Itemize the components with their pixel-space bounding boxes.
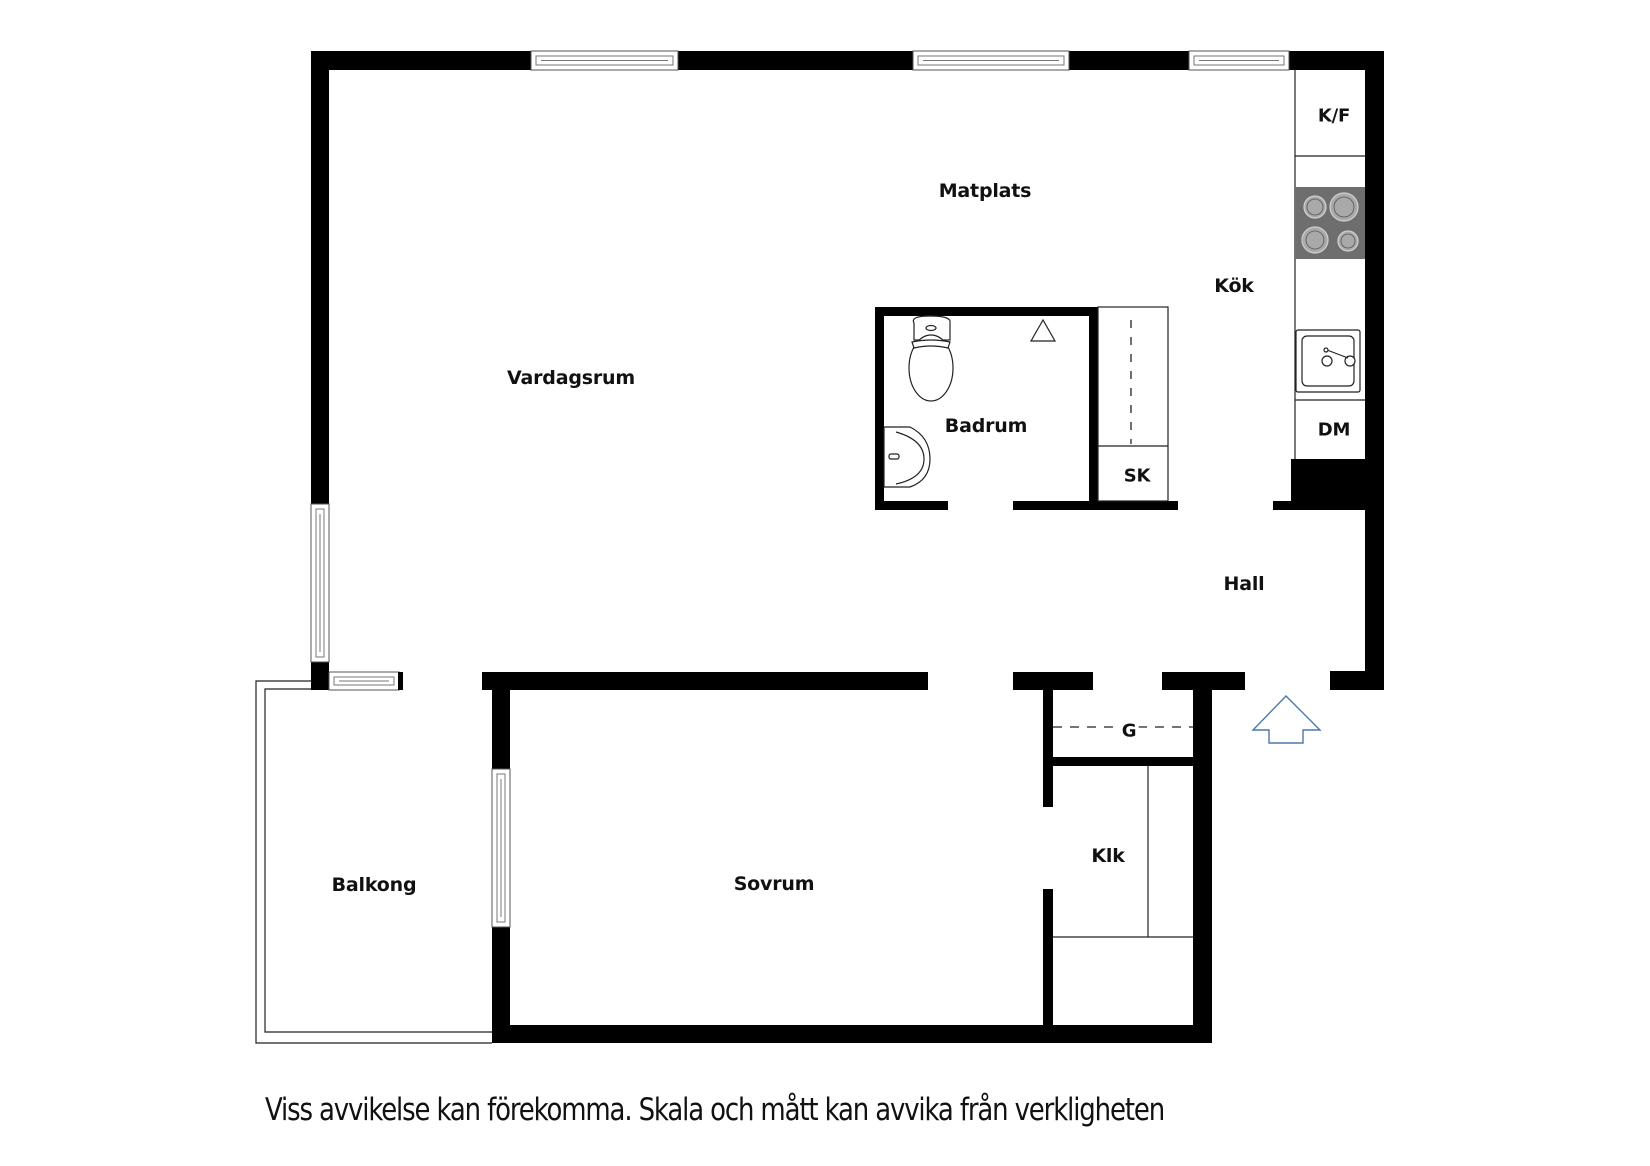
room-label-kok: Kök [1214,275,1254,297]
room-label-sovrum: Sovrum [733,873,815,895]
room-label-hall: Hall [1223,573,1265,595]
kitchen-counter [1294,70,1365,459]
window-bedroom [491,768,511,928]
disclaimer-caption: Viss avvikelse kan förekomma. Skala och … [265,1092,1165,1128]
room-label-matplats: Matplats [938,180,1032,202]
stove-icon [1295,187,1365,259]
washbasin-icon [883,426,931,488]
fixture-label-kf: K/F [1317,105,1351,127]
window-top-3 [1188,50,1290,71]
fixture-label-dm: DM [1317,419,1351,441]
fixture-label-g: G [1119,720,1139,742]
window-left [310,503,330,663]
window-top-2 [912,50,1070,71]
room-label-balkong: Balkong [331,874,417,896]
room-label-vardagsrum: Vardagsrum [507,367,635,389]
room-label-badrum: Badrum [944,415,1028,437]
bedroom-walls [482,672,1212,1043]
outer-walls [311,51,1384,690]
fixture-label-sk: SK [1123,465,1151,487]
closet-walls [1013,672,1245,1043]
ventilation-triangle-icon [1029,318,1057,342]
window-balcony [328,671,403,691]
toilet-icon [908,315,954,402]
bathroom-walls [875,307,1178,510]
window-top-1 [530,50,679,71]
balcony-outline [255,680,492,1044]
entrance-arrow-icon [1251,695,1322,744]
sink-icon [1295,329,1361,393]
room-label-klk: Klk [1091,845,1125,867]
sk-cabinet [1097,306,1169,502]
